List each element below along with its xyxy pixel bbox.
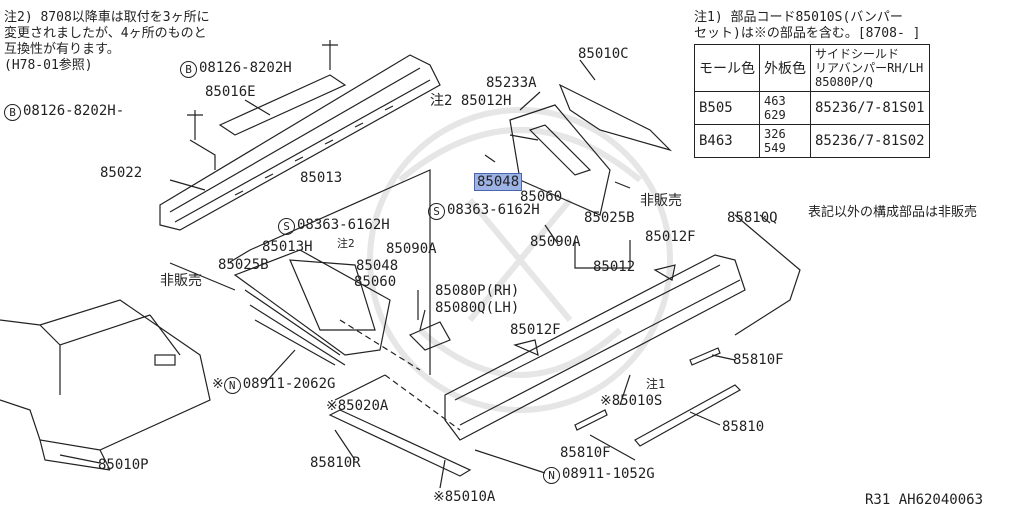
label-85025B-left[interactable]: 85025B xyxy=(218,257,269,273)
label-85048-highlight[interactable]: 85048 xyxy=(474,173,523,191)
color-code-table: モール色 外板色 サイドシールド リアバンパーRH/LH 85080P/Q B5… xyxy=(694,44,930,158)
bracket-left xyxy=(233,249,391,366)
label-85060-right[interactable]: 85060 xyxy=(520,189,563,205)
label-85233A[interactable]: 85233A xyxy=(486,75,537,91)
molding-85810F-bottom xyxy=(574,409,608,431)
molding-85810Q xyxy=(734,214,801,336)
label-85012H[interactable]: 注2 85012H xyxy=(430,93,512,109)
table-row: B505 463 629 85236/7-81S01 xyxy=(694,91,930,125)
label-85810F-right[interactable]: 85810F xyxy=(733,352,784,368)
circle-b-icon: B xyxy=(4,104,21,121)
circle-n-icon: N xyxy=(543,467,560,484)
circle-s-icon: S xyxy=(278,218,295,235)
label-85013[interactable]: 85013 xyxy=(300,170,343,186)
reinforcement-85013 xyxy=(159,54,441,231)
label-85013H[interactable]: 85013H xyxy=(262,239,313,255)
note-2-line-1: 注2) 8708以降車は取付を3ヶ所に xyxy=(4,10,210,25)
circle-s-icon: S xyxy=(428,203,445,220)
side-shield-85012F xyxy=(513,339,539,357)
catalog-code: R31 AH62040063 xyxy=(865,492,984,508)
table-cell: B463 xyxy=(694,124,760,158)
label-85010S[interactable]: ※85010S xyxy=(600,393,663,409)
label-85080Q[interactable]: 85080Q(LH) xyxy=(435,300,520,316)
note-1-line-1: 注1) 部品コード85010S(バンパー xyxy=(694,10,903,25)
table-row: B463 326 549 85236/7-81S02 xyxy=(694,124,930,158)
bracket-right xyxy=(509,83,673,216)
car-body xyxy=(0,299,211,471)
label-85060-left[interactable]: 85060 xyxy=(354,274,397,290)
table-cell: 463 629 xyxy=(759,91,811,125)
label-85810[interactable]: 85810 xyxy=(722,419,765,435)
table-header-row: モール色 外板色 サイドシールド リアバンパーRH/LH 85080P/Q xyxy=(694,44,930,92)
footer-note: 表記以外の構成部品は非販売 xyxy=(808,205,978,220)
note-2-line-3: 互換性が有ります。 xyxy=(4,42,120,57)
side-shield-85012F-top xyxy=(653,264,676,281)
bolt-08126 xyxy=(187,40,338,140)
note-1-line-2: セット)は※の部品を含む。[8708- ] xyxy=(694,26,921,41)
table-header-cell: サイドシールド リアバンパーRH/LH 85080P/Q xyxy=(810,44,930,92)
circle-b-icon: B xyxy=(180,61,197,78)
molding-85810R xyxy=(328,409,472,477)
label-85025B-right[interactable]: 85025B xyxy=(584,210,635,226)
label-85010A[interactable]: ※85010A xyxy=(433,489,496,505)
label-85012F-top[interactable]: 85012F xyxy=(645,229,696,245)
table-cell: B505 xyxy=(694,91,760,125)
label-note2-mark: 注2 xyxy=(337,237,355,250)
label-85010P[interactable]: 85010P xyxy=(98,457,149,473)
label-85810F-bottom[interactable]: 85810F xyxy=(560,445,611,461)
label-85090A-left[interactable]: 85090A xyxy=(386,241,437,257)
label-hidden-right: 非販売 xyxy=(640,193,682,209)
note-2-line-4: (H78-01参照) xyxy=(4,58,93,73)
note-2: 注2) 8708以降車は取付を3ヶ所に 変更されましたが、4ヶ所のものと 互換性… xyxy=(4,10,210,74)
molding-85810F-right xyxy=(689,347,721,366)
table-header-cell: モール色 xyxy=(694,44,760,92)
molding-85810 xyxy=(634,384,741,447)
label-85010C[interactable]: 85010C xyxy=(578,46,629,62)
note-1: 注1) 部品コード85010S(バンパー セット)は※の部品を含む。[8708-… xyxy=(694,10,920,42)
bumper-85010S xyxy=(444,254,746,441)
label-85012F-mid[interactable]: 85012F xyxy=(510,322,561,338)
table-header-cell: 外板色 xyxy=(759,44,811,92)
circle-n-icon: N xyxy=(223,377,241,394)
label-note1-mark: 注1 xyxy=(646,377,666,391)
table-cell: 85236/7-81S01 xyxy=(810,91,930,125)
label-85022[interactable]: 85022 xyxy=(100,165,143,181)
label-85080P[interactable]: 85080P(RH) xyxy=(435,283,520,299)
table-cell: 326 549 xyxy=(759,124,811,158)
label-85048-left[interactable]: 85048 xyxy=(356,258,399,274)
label-85810R[interactable]: 85810R xyxy=(310,455,361,471)
label-hidden-left: 非販売 xyxy=(160,273,202,289)
pad-85016E xyxy=(218,74,347,136)
label-85016E[interactable]: 85016E xyxy=(205,84,256,100)
label-85090A-right[interactable]: 85090A xyxy=(530,234,581,250)
note-2-line-2: 変更されましたが、4ヶ所のものと xyxy=(4,26,207,41)
label-85012[interactable]: 85012 xyxy=(593,259,636,275)
label-85810Q[interactable]: 85810Q xyxy=(727,210,778,226)
table-cell: 85236/7-81S02 xyxy=(810,124,930,158)
label-85020A[interactable]: ※85020A xyxy=(326,398,389,414)
